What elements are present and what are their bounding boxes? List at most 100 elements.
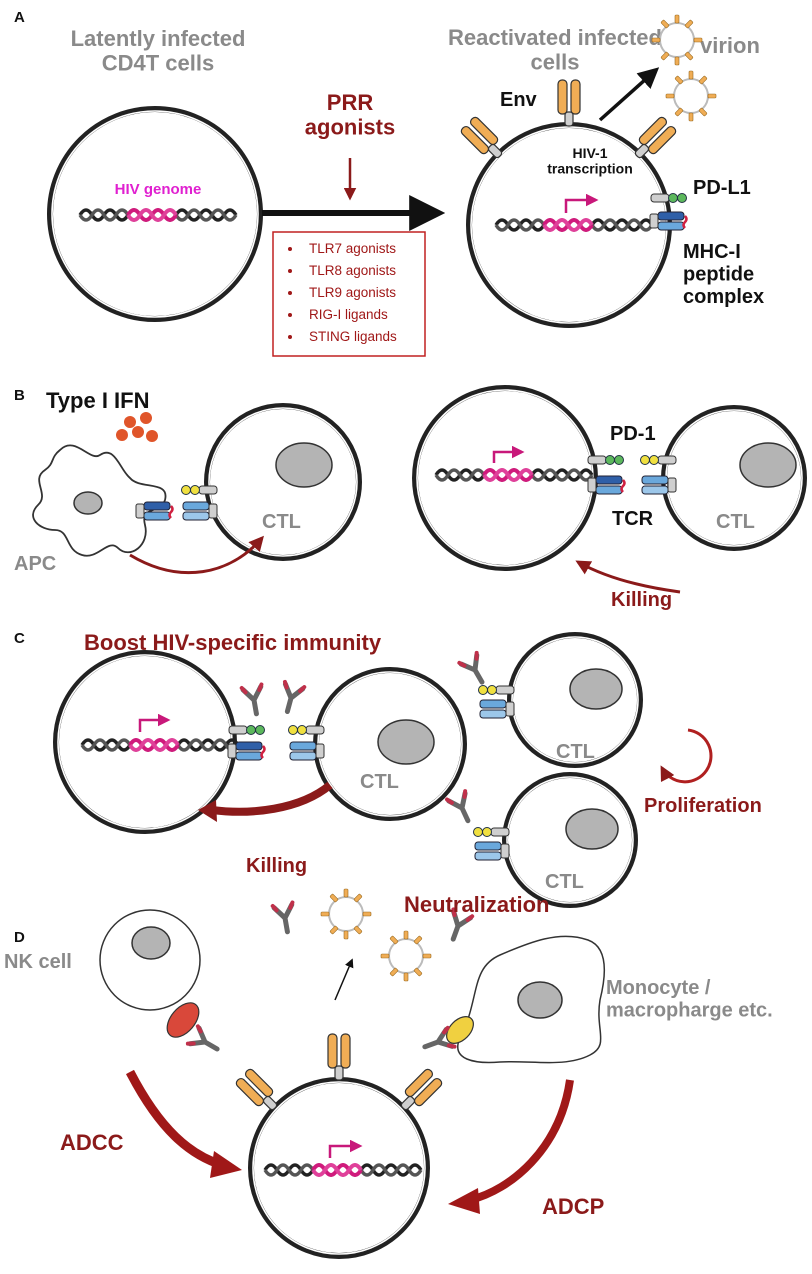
pdl1-receptor <box>587 455 624 465</box>
apc-nucleus <box>73 491 103 515</box>
apc-label: APC <box>14 553 56 575</box>
agonist-bullet <box>288 313 292 317</box>
pd1-label: PD-1 <box>610 423 656 445</box>
nk-cell <box>99 909 201 1011</box>
env-label: Env <box>500 89 538 111</box>
pdl1-receptor <box>228 725 265 735</box>
pd1-receptor <box>288 725 325 735</box>
agonist-item: RIG-I ligands <box>309 307 388 322</box>
ifn-dots <box>116 412 158 442</box>
transcription-arrow <box>564 193 599 213</box>
panel-c: C Boost HIV-specific immunity CTL Killin… <box>14 630 762 908</box>
virion-icon <box>320 888 372 940</box>
adcc-label: ADCC <box>60 1130 124 1155</box>
ctl-label: CTL <box>716 511 755 533</box>
agonist-item: TLR9 agonists <box>309 285 396 300</box>
hiv-genome-label: HIV genome <box>115 181 202 198</box>
panel-a-letter: A <box>14 9 25 26</box>
killing-arrow-b <box>575 560 681 594</box>
agonist-bullet <box>288 335 292 339</box>
panel-d: D NK cell Neutralization Monocyte /macro… <box>4 888 773 1259</box>
adcp-arrow <box>468 1079 574 1204</box>
panel-b-letter: B <box>14 387 25 404</box>
env-spike <box>557 79 581 127</box>
killing-label-c: Killing <box>246 855 307 877</box>
boost-immunity-title: Boost HIV-specific immunity <box>84 630 382 655</box>
neutralization-arrow <box>334 958 354 1001</box>
pdl1-receptor <box>650 193 687 203</box>
proliferation-label: Proliferation <box>644 795 762 817</box>
antibody-icon <box>459 653 490 687</box>
ctl-nucleus <box>377 719 435 765</box>
nk-nucleus <box>131 926 171 960</box>
fc-receptor-monocyte <box>446 1016 474 1044</box>
adcp-label: ADCP <box>542 1194 604 1219</box>
ctl-label: CTL <box>556 741 595 763</box>
budding-arrow <box>598 67 660 122</box>
pd1-receptor <box>478 685 515 695</box>
ctl-cell-b1 <box>204 403 362 561</box>
agonist-item: TLR8 agonists <box>309 263 396 278</box>
killing-arrow-c <box>211 781 333 816</box>
transcription-arrow <box>492 445 525 463</box>
antibody-icon <box>188 1026 222 1057</box>
antibody-icon <box>278 682 305 714</box>
pd1-receptor <box>181 485 218 495</box>
transcription-arrow <box>328 1139 363 1158</box>
virion-icon <box>665 70 717 122</box>
panel-b: B Type I IFN APC CTL PD-1 TCR CTL <box>14 385 807 611</box>
antibody-icon <box>447 791 477 825</box>
monocyte-nucleus <box>517 981 563 1019</box>
type1-ifn-label: Type I IFN <box>46 388 150 413</box>
agonist-bullet <box>288 291 292 295</box>
adcc-arrow <box>126 1069 224 1170</box>
tcr-receptor <box>289 741 325 761</box>
mhc-receptor <box>134 500 174 522</box>
virion-icon <box>651 14 703 66</box>
pd1-receptor <box>473 827 510 837</box>
ctl-nucleus <box>565 808 619 850</box>
tcr-label: TCR <box>612 508 654 530</box>
mhc-receptor <box>226 740 266 762</box>
ctl-nucleus <box>275 442 333 488</box>
agonist-bullet <box>288 269 292 273</box>
agonist-list-box <box>272 231 426 357</box>
virion-icon <box>380 930 432 982</box>
panel-d-letter: D <box>14 929 25 946</box>
apc-ctl-arrow <box>129 535 264 575</box>
killing-label-b: Killing <box>611 589 672 611</box>
neutralization-label: Neutralization <box>404 892 549 917</box>
antibody-icon <box>242 684 267 715</box>
agonist-item: STING ligands <box>309 329 397 344</box>
env-spike <box>327 1033 351 1081</box>
antibody-icon <box>273 902 298 933</box>
nk-cell-label: NK cell <box>4 951 72 973</box>
tcr-receptor <box>474 841 510 861</box>
tcr-receptor <box>182 501 218 521</box>
agonist-item: TLR7 agonists <box>309 241 396 256</box>
monocyte-label: Monocyte /macropharge etc. <box>606 977 773 1021</box>
fc-receptor-nk <box>166 1002 200 1038</box>
pdl1-label: PD-L1 <box>693 177 751 199</box>
agonist-bullet <box>288 247 292 251</box>
pd1-receptor <box>640 455 677 465</box>
tcr-receptor <box>479 699 515 719</box>
mhc-receptor <box>586 474 626 496</box>
ctl-label: CTL <box>262 511 301 533</box>
transcription-arrow <box>138 713 171 732</box>
panel-c-letter: C <box>14 630 25 647</box>
ctl-nucleus <box>739 442 797 488</box>
ctl-label: CTL <box>360 771 399 793</box>
tcr-receptor <box>641 475 677 495</box>
ctl-nucleus <box>569 668 623 710</box>
ctl-label: CTL <box>545 871 584 893</box>
proliferation-cycle-icon <box>660 728 713 784</box>
